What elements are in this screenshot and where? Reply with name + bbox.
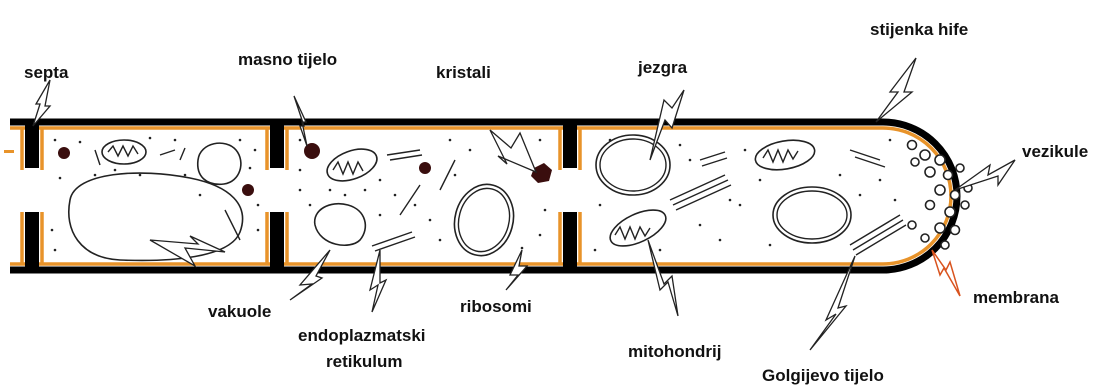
- compartment-3: [594, 135, 972, 255]
- lipid-body-4: [419, 162, 431, 174]
- label-mitohondrij: mitohondrij: [628, 342, 721, 361]
- septum-3-bottom: [563, 212, 577, 268]
- golgi-2: [850, 215, 906, 255]
- label-masno-tijelo: masno tijelo: [238, 50, 337, 69]
- lipid-body-1: [58, 147, 70, 159]
- septum-1-bottom: [25, 212, 39, 268]
- arrow-vezikule: [955, 160, 1015, 190]
- golgi-1: [670, 175, 731, 210]
- septum-2-bottom: [270, 212, 284, 268]
- label-retikulum: retikulum: [326, 352, 403, 371]
- vesicles: [908, 141, 973, 250]
- mitochondrion-1: [102, 140, 146, 164]
- mitochondrion-3: [605, 203, 671, 254]
- label-kristali: kristali: [436, 63, 491, 82]
- label-membrana: membrana: [973, 288, 1060, 307]
- label-endoplazmatski: endoplazmatski: [298, 326, 426, 345]
- label-vakuole: vakuole: [208, 302, 271, 321]
- nucleus-2: [773, 187, 851, 243]
- arrow-membrana: [932, 250, 960, 296]
- arrow-stijenka-hife: [876, 58, 916, 122]
- er-2: [372, 150, 455, 251]
- label-vezikule: vezikule: [1022, 142, 1088, 161]
- vacuole-small-2: [315, 204, 366, 246]
- vacuole-round: [447, 178, 522, 263]
- large-vacuole: [69, 173, 243, 260]
- label-jezgra: jezgra: [637, 58, 688, 77]
- mitochondrion-2: [323, 143, 381, 187]
- left-end: [4, 150, 14, 153]
- lipid-body-2: [242, 184, 254, 196]
- label-ribosomi: ribosomi: [460, 297, 532, 316]
- vacuole-small-1: [198, 143, 241, 184]
- label-golgijevo-tijelo: Golgijevo tijelo: [762, 366, 884, 385]
- label-septa: septa: [24, 63, 69, 82]
- label-stijenka-hife: stijenka hife: [870, 20, 968, 39]
- septum-3-top: [563, 124, 577, 168]
- arrow-er: [370, 250, 386, 312]
- septum-2-top: [270, 124, 284, 168]
- mitochondrion-4: [753, 136, 817, 174]
- septum-1-top: [25, 124, 39, 168]
- arrow-vakuole-2: [290, 250, 330, 300]
- arrow-mitohondrij: [648, 240, 678, 316]
- arrow-kristali: [490, 130, 536, 172]
- nucleus: [596, 135, 670, 195]
